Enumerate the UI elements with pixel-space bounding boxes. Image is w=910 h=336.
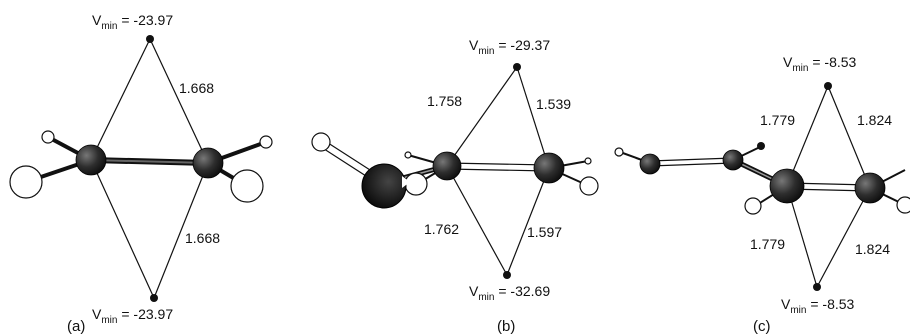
vmin-diamond-c bbox=[786, 85, 871, 288]
vmin-point-bottom-c bbox=[813, 283, 821, 291]
vmin-point-top-c bbox=[824, 82, 832, 90]
distance-label-b-4: 1.597 bbox=[527, 224, 562, 240]
caption-c: (c) bbox=[753, 318, 771, 335]
vmin-diamond-b bbox=[446, 66, 550, 276]
hydrogen-atoms-b bbox=[311, 132, 599, 196]
distance-label-c-2: 1.824 bbox=[857, 112, 892, 128]
carbon-atoms-a bbox=[75, 144, 224, 179]
panel-a: Vmin = -23.97 1.668 1.668 Vmin = -23.97 … bbox=[9, 12, 273, 335]
distance-label-c-3: 1.779 bbox=[750, 236, 785, 252]
caption-b: (b) bbox=[497, 318, 515, 335]
vmin-label-top-b: Vmin = -29.37 bbox=[469, 37, 550, 57]
distance-label-b-2: 1.539 bbox=[536, 96, 571, 112]
distance-label-a-1: 1.668 bbox=[179, 80, 214, 96]
vmin-label-top-a: Vmin = -23.97 bbox=[92, 12, 173, 32]
panel-c: Vmin = -8.53 1.779 1.824 1.779 1.824 Vmi… bbox=[614, 54, 910, 335]
heteroatom-b bbox=[361, 163, 407, 209]
caption-a: (a) bbox=[67, 318, 85, 335]
vmin-diamond-a bbox=[90, 38, 209, 299]
vmin-point-bottom-a bbox=[150, 294, 158, 302]
hydrogen-atoms-a bbox=[9, 130, 273, 203]
vmin-point-top-b bbox=[513, 63, 521, 71]
carbon-atoms-c bbox=[639, 142, 886, 204]
carbon-atoms-b bbox=[432, 151, 565, 184]
distance-label-c-1: 1.779 bbox=[760, 112, 795, 128]
vmin-point-bottom-b bbox=[503, 271, 511, 279]
heteroatom-highlight-b bbox=[402, 176, 410, 188]
distance-label-b-3: 1.762 bbox=[424, 221, 459, 237]
vmin-label-bottom-a: Vmin = -23.97 bbox=[92, 306, 173, 326]
hydrogen-atoms-c bbox=[614, 147, 910, 215]
vmin-label-bottom-c: Vmin = -8.53 bbox=[781, 296, 855, 316]
vmin-label-top-c: Vmin = -8.53 bbox=[783, 54, 857, 74]
panel-b: Vmin = -29.37 1.758 1.539 1.762 1.597 Vm… bbox=[311, 37, 599, 335]
cc-bond-b bbox=[446, 162, 550, 172]
distance-label-b-1: 1.758 bbox=[427, 93, 462, 109]
vmin-point-top-a bbox=[146, 35, 154, 43]
cc-bond-a bbox=[90, 157, 209, 166]
vmin-label-bottom-b: Vmin = -32.69 bbox=[469, 283, 550, 303]
distance-label-c-4: 1.824 bbox=[855, 241, 890, 257]
distance-label-a-2: 1.668 bbox=[185, 230, 220, 246]
